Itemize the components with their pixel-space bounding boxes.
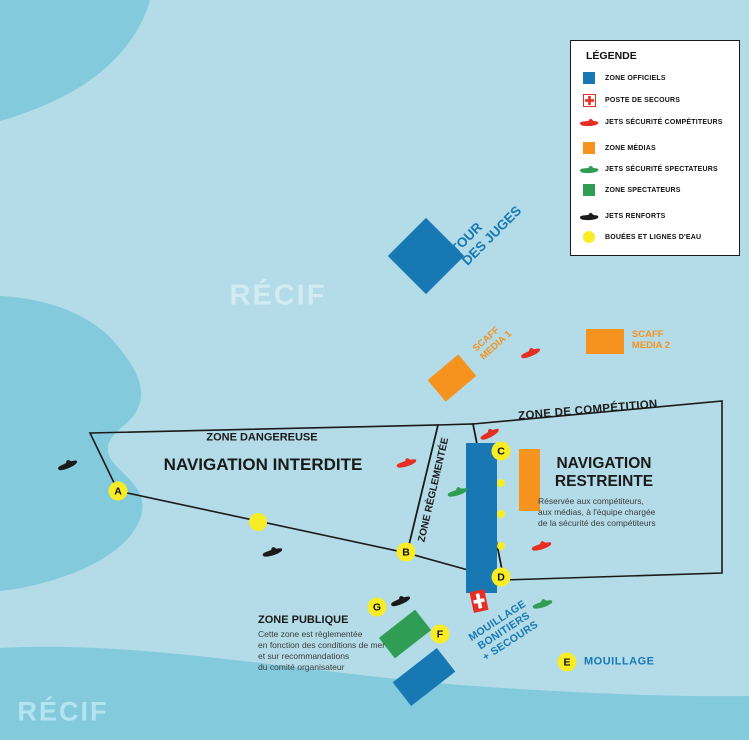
marker-f: F (430, 624, 450, 644)
navigation-interdite-label: NAVIGATION INTERDITE (163, 455, 363, 475)
blue-square-icon (579, 72, 599, 84)
legend-item-poste-secours: POSTE DE SECOURS (579, 94, 731, 107)
black-jet-icon (261, 544, 284, 558)
legend-item-zone-medias: ZONE MÉDIAS (579, 142, 731, 154)
reef-left (0, 296, 143, 591)
legend-item-bouees: BOUÉES ET LIGNES D'EAU (579, 231, 731, 243)
red-jet-icon (478, 425, 501, 442)
navigation-restreinte-label: NAVIGATION RESTREINTE (554, 455, 654, 490)
mouillage-label: MOUILLAGE (584, 655, 655, 668)
legend-item-zone-spectateurs: ZONE SPECTATEURS (579, 184, 731, 196)
scaff-media-2-rectangle (586, 329, 624, 354)
legend-item-zone-officiels: ZONE OFFICIELS (579, 72, 731, 84)
legend-item-label: ZONE SPECTATEURS (605, 186, 681, 194)
legend-item-label: JETS SÉCURITÉ SPECTATEURS (605, 165, 718, 173)
reef-bottom (0, 646, 749, 740)
public-zone-rectangle (392, 647, 456, 707)
legend-item-label: BOUÉES ET LIGNES D'EAU (605, 233, 702, 241)
spectator-zone-rectangle (378, 609, 432, 659)
green-square-icon (579, 184, 599, 196)
first-aid-cross-icon (579, 94, 599, 107)
legend-item-label: ZONE MÉDIAS (605, 144, 656, 152)
scaff-media-1-rectangle (427, 354, 477, 402)
red-jet-icon (519, 345, 542, 360)
legend-item-label: JETS SÉCURITÉ COMPÉTITEURS (605, 118, 723, 126)
marker-d: D (491, 567, 511, 587)
legend-panel: LÉGENDE ZONE OFFICIELS POSTE DE SECOURS … (570, 40, 740, 256)
recif-label-bottom: RÉCIF (17, 696, 109, 727)
legend-item-jets-renforts: JETS RENFORTS (579, 211, 731, 221)
marker-b: B (396, 542, 416, 562)
course-rectangle (466, 443, 497, 593)
marker-a: A (108, 481, 128, 501)
buoy-dot (497, 510, 505, 518)
green-jet-icon (446, 484, 469, 498)
zone-dangereuse-label: ZONE DANGEREUSE (206, 431, 318, 444)
buoy-dot (497, 479, 505, 487)
green-jet-icon (531, 596, 554, 610)
black-jet-icon (579, 211, 599, 221)
legend-item-jets-competiteurs: JETS SÉCURITÉ COMPÉTITEURS (579, 117, 731, 127)
red-jet-icon (579, 117, 599, 127)
marker-g: G (367, 597, 387, 617)
zone-publique-label: ZONE PUBLIQUE (258, 614, 349, 626)
buoy-dot (497, 542, 505, 550)
legend-item-jets-spectateurs: JETS SÉCURITÉ SPECTATEURS (579, 164, 731, 174)
legend-item-label: POSTE DE SECOURS (605, 97, 681, 104)
green-jet-icon (579, 164, 599, 174)
marker-c: C (491, 441, 511, 461)
buoy (249, 513, 267, 531)
scaff-media-2-label: SCAFF MEDIA 2 (631, 329, 671, 351)
legend-item-label: JETS RENFORTS (605, 212, 666, 220)
first-aid-post (469, 589, 489, 613)
yellow-circle-icon (579, 231, 599, 243)
recif-label-top: RÉCIF (229, 279, 327, 312)
marker-e: E (557, 652, 577, 672)
reef-top-left (0, 0, 150, 121)
legend-title: LÉGENDE (586, 50, 637, 62)
legend-item-label: ZONE OFFICIELS (605, 74, 666, 82)
orange-square-icon (579, 142, 599, 154)
zone-publique-note: Cette zone est règlementée en fonction d… (258, 629, 386, 673)
judges-tower (387, 217, 465, 295)
navigation-restreinte-note: Réservée aux compétiteurs, aux médias, à… (538, 496, 656, 529)
red-jet-icon (395, 455, 418, 469)
black-jet-icon (389, 593, 412, 608)
media-zone-rectangle (519, 449, 540, 511)
red-jet-icon (530, 538, 553, 552)
